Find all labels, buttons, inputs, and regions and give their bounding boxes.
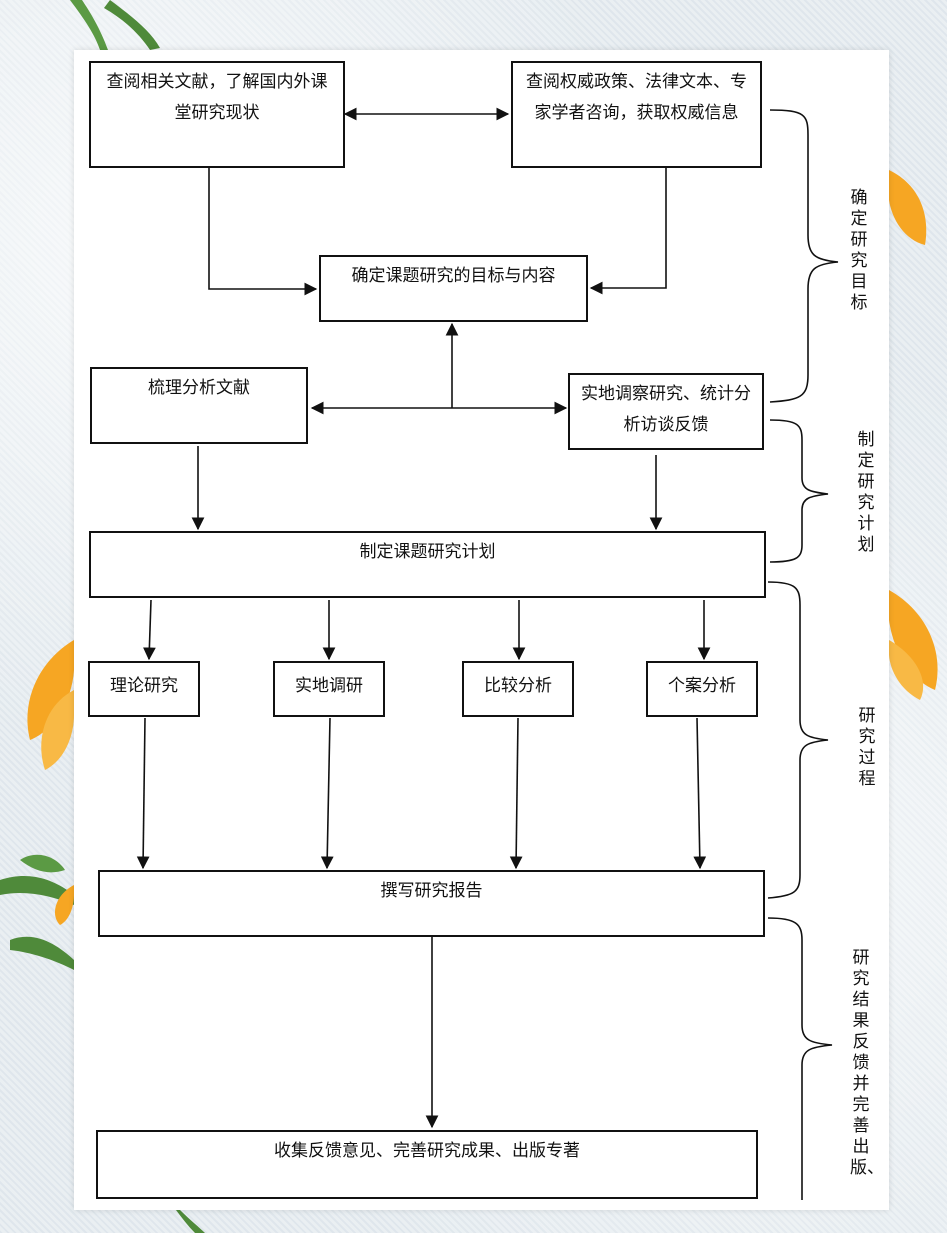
stage-label-2: 制定研究计划 <box>857 430 875 555</box>
leaf-top-left <box>70 0 160 50</box>
box-field-research: 实地调研 <box>273 661 385 717</box>
box-write-report-text: 撰写研究报告 <box>380 881 483 901</box>
brace-stage1 <box>769 109 839 403</box>
box-sort-literature-text: 梳理分析文献 <box>148 378 250 398</box>
flower-right-top <box>889 170 927 245</box>
box-make-plan-text: 制定课题研究计划 <box>359 542 496 562</box>
box-define-goal-text: 确定课题研究的目标与内容 <box>351 266 556 286</box>
leaf-bottom <box>176 1210 205 1233</box>
stage-label-4: 研究结果反馈并完善出版、 <box>850 948 884 1178</box>
flower-right-mid <box>889 590 938 700</box>
stage-label-3: 研究过程 <box>858 706 876 789</box>
box-case-analysis: 个案分析 <box>646 661 758 717</box>
box-comparative-analysis-text: 比较分析 <box>484 676 552 696</box>
box-lit-review: 查阅相关文献，了解国内外课堂研究现状 <box>89 61 345 168</box>
box-theory-research-text: 理论研究 <box>110 676 178 696</box>
box-write-report: 撰写研究报告 <box>98 870 765 937</box>
box-field-survey: 实地调察研究、统计分析访谈反馈 <box>568 373 764 450</box>
arrow-compare-to-report <box>509 717 523 870</box>
arrow-lit-to-goal <box>208 168 318 296</box>
box-collect-feedback-text: 收集反馈意见、完善研究成果、出版专著 <box>274 1141 580 1161</box>
arrow-authority-to-goal <box>589 168 667 295</box>
arrow-case-to-report <box>693 717 707 870</box>
arrow-field-to-report <box>320 717 334 870</box>
box-sort-literature: 梳理分析文献 <box>90 367 308 444</box>
box-case-analysis-text: 个案分析 <box>668 676 736 696</box>
box-lit-review-text: 查阅相关文献，了解国内外课堂研究现状 <box>106 72 328 123</box>
leaf-left-bottom <box>0 854 74 970</box>
box-field-research-text: 实地调研 <box>295 676 363 696</box>
brace-stage3 <box>767 581 829 899</box>
box-authority-info: 查阅权威政策、法律文本、专家学者咨询，获取权威信息 <box>511 61 762 168</box>
flower-left-bottom <box>54 885 74 925</box>
box-theory-research: 理论研究 <box>88 661 200 717</box>
diagram-paper <box>74 50 889 1210</box>
arrow-plan-to-theory <box>142 599 156 661</box>
arrow-theory-to-report <box>136 717 150 870</box>
flower-left-mid <box>27 640 74 770</box>
box-authority-info-text: 查阅权威政策、法律文本、专家学者咨询，获取权威信息 <box>526 72 747 123</box>
box-comparative-analysis: 比较分析 <box>462 661 574 717</box>
box-make-plan: 制定课题研究计划 <box>89 531 766 598</box>
stage-label-1: 确定研究目标 <box>850 188 868 313</box>
box-field-survey-text: 实地调察研究、统计分析访谈反馈 <box>581 384 751 435</box>
box-define-goal: 确定课题研究的目标与内容 <box>319 255 588 322</box>
brace-stage4 <box>767 917 833 1200</box>
brace-stage2 <box>769 419 829 563</box>
box-collect-feedback: 收集反馈意见、完善研究成果、出版专著 <box>96 1130 758 1199</box>
